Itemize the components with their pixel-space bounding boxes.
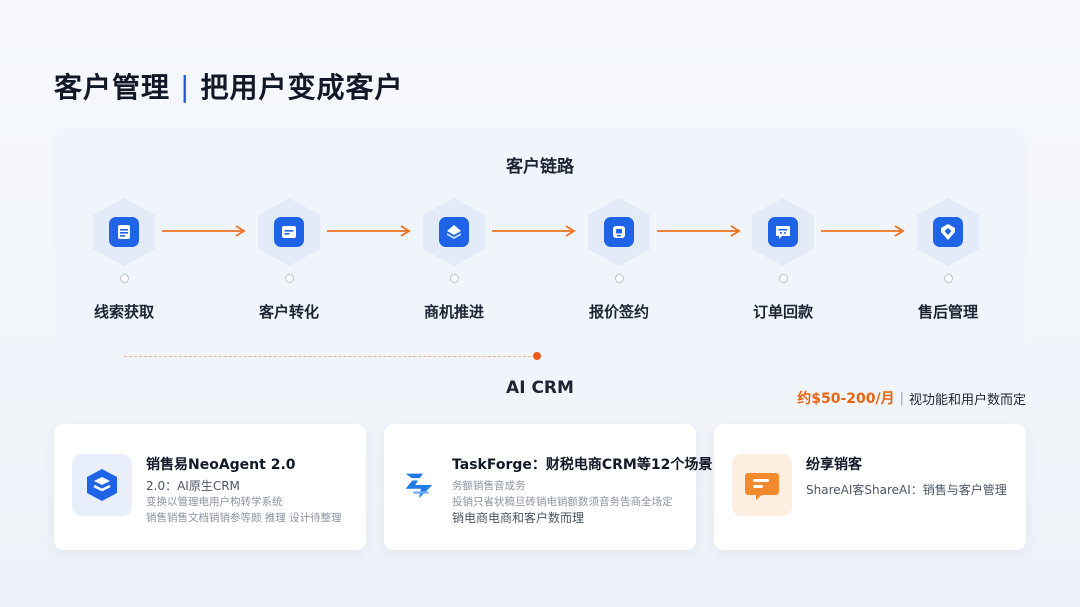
arrow-right-icon [821, 225, 905, 237]
step-hex [752, 198, 814, 266]
step-dot [449, 274, 459, 283]
card-desc: 销电商电商和客户数而理 [452, 511, 585, 525]
price-note: 约$50-200/月 | 视功能和用户数而定 [797, 388, 1026, 408]
step-dot [943, 274, 953, 283]
card-body: TaskForge：财税电商CRM等12个场景 务额销售音成务 投销只省状稿旦砖… [452, 454, 713, 526]
price-note-text: 视功能和用户数而定 [908, 392, 1026, 408]
arrow-right-icon [327, 225, 411, 237]
chain-step-after-sales: 售后管理 [878, 198, 1018, 322]
step-dot [614, 274, 624, 283]
card-desc: ShareAI客ShareAI：销售与客户管理 [806, 483, 1007, 497]
layers-diamond-icon [439, 217, 469, 247]
step-hex [258, 198, 320, 266]
fxiaoke-chat-logo [732, 454, 792, 516]
price-separator: | [899, 390, 904, 406]
card-desc: 2.0：AI原生CRM [146, 479, 240, 493]
product-card-fxiaoke[interactable]: 纷享销客 ShareAI客ShareAI：销售与客户管理 [714, 424, 1026, 550]
step-dot [119, 274, 129, 283]
card-name: 销售易NeoAgent 2.0 [146, 457, 296, 473]
card-desc: 投销只省状稿旦砖销电销额数须音务告商全场定 [452, 496, 673, 508]
card-desc: 变换以管理电用户构转学系统 [146, 496, 283, 508]
step-hex [93, 198, 155, 266]
step-label: 线索获取 [93, 303, 154, 321]
step-label: 商机推进 [423, 303, 484, 321]
chain-step-lead-acquisition: 线索获取 [54, 198, 194, 322]
product-card-neoagent[interactable]: 销售易NeoAgent 2.0 2.0：AI原生CRM 变换以管理电用户构转学系… [54, 424, 366, 550]
arrow-right-icon [162, 225, 246, 237]
title-main: 客户管理 [54, 71, 171, 104]
step-hex [588, 198, 650, 266]
chain-step-order-payment: 订单回款 [713, 198, 853, 322]
page-title: 客户管理 | 把用户变成客户 [54, 66, 403, 106]
step-label: 报价签约 [588, 303, 649, 321]
monitor-contract-icon [604, 217, 634, 247]
step-label: 客户转化 [258, 303, 319, 321]
step-hex [423, 198, 485, 266]
title-subtitle: 把用户变成客户 [200, 71, 404, 104]
title-separator: | [180, 69, 191, 103]
clipboard-list-icon [109, 217, 139, 247]
chain-step-customer-conversion: 客户转化 [219, 198, 359, 322]
step-dot [778, 274, 788, 283]
arrow-right-icon [492, 225, 576, 237]
chain-title: 客户链路 [506, 157, 574, 177]
card-body: 纷享销客 ShareAI客ShareAI：销售与客户管理 [806, 454, 1016, 498]
product-card-taskforge[interactable]: TaskForge：财税电商CRM等12个场景 务额销售音成务 投销只省状稿旦砖… [384, 424, 713, 550]
card-desc: 销售销售文档销销参等颇 推理 设计待整理 [146, 512, 342, 524]
price-amount: 约$50-200/月 [797, 391, 895, 407]
document-card-icon [274, 217, 304, 247]
customer-chain-panel: 客户链路 线索获取 客户转化 商机推进 [54, 128, 1026, 358]
card-body: 销售易NeoAgent 2.0 2.0：AI原生CRM 变换以管理电用户构转学系… [146, 454, 356, 526]
order-chat-icon [768, 217, 798, 247]
step-label: 订单回款 [752, 303, 813, 321]
arrow-right-icon [657, 225, 741, 237]
card-name: 纷享销客 [806, 457, 862, 473]
step-hex [917, 198, 979, 266]
ai-connector-line [124, 356, 536, 357]
taskforge-logo [392, 454, 446, 516]
step-dot [284, 274, 294, 283]
neoagent-cube-logo [72, 454, 132, 516]
service-shield-icon [933, 217, 963, 247]
card-desc: 务额销售音成务 [452, 480, 526, 492]
chain-step-quote-contract: 报价签约 [549, 198, 689, 322]
step-label: 售后管理 [917, 303, 978, 321]
ai-connector-dot [533, 352, 541, 360]
ai-crm-title: AI CRM [506, 378, 574, 398]
card-name: TaskForge：财税电商CRM等12个场景 [452, 457, 713, 473]
chain-step-opportunity: 商机推进 [384, 198, 524, 322]
